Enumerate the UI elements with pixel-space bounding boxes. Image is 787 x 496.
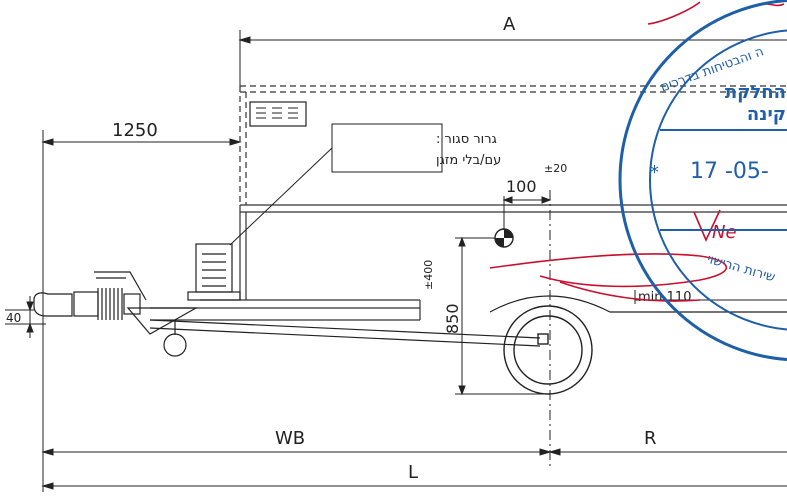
stamp-center-line-2: קינה [747, 104, 786, 125]
dimension-wb-label: WB [275, 428, 305, 449]
dimension-850 [455, 236, 548, 396]
stamp-date: 17 -05- [690, 159, 769, 184]
hitch-assembly [33, 271, 541, 357]
dimension-r-label: R [644, 428, 657, 449]
dimension-l-label: L [408, 462, 418, 483]
dimension-850-label: 850 [443, 303, 462, 334]
callout-leader [229, 147, 333, 246]
wheel-arch [489, 295, 787, 313]
center-of-gravity-icon [494, 228, 514, 248]
dimension-100 [502, 196, 552, 230]
dimension-40-label: 40 [6, 311, 21, 325]
dimension-a [238, 30, 787, 86]
signature-text: Ne [712, 222, 737, 243]
dimension-a-label: A [503, 14, 516, 35]
stamp-star-icon: * [650, 162, 659, 183]
vent-grille [249, 101, 307, 127]
stamp-ring-text-bottom: שירות הרישוי [705, 252, 776, 286]
dimension-850-tolerance: ±400 [422, 260, 435, 290]
dimension-100-tolerance: ±20 [544, 162, 567, 175]
signature [489, 1, 785, 302]
dimension-1250 [41, 130, 242, 300]
dimension-l [41, 482, 787, 490]
wheel [503, 305, 593, 395]
dimension-40 [5, 296, 46, 338]
official-stamp [618, 0, 787, 362]
callout-line-1: גרור סגור : [436, 132, 497, 147]
trailer-body-outline [150, 85, 787, 321]
front-box [187, 243, 241, 301]
callout-box [331, 123, 443, 173]
dimension-wb-r [41, 300, 787, 492]
stamp-center-line-1: החלקת [725, 82, 786, 103]
dimension-100-label: 100 [506, 177, 537, 196]
dimension-1250-label: 1250 [112, 120, 158, 141]
callout-line-2: עם/בלי מזגן [436, 153, 501, 168]
